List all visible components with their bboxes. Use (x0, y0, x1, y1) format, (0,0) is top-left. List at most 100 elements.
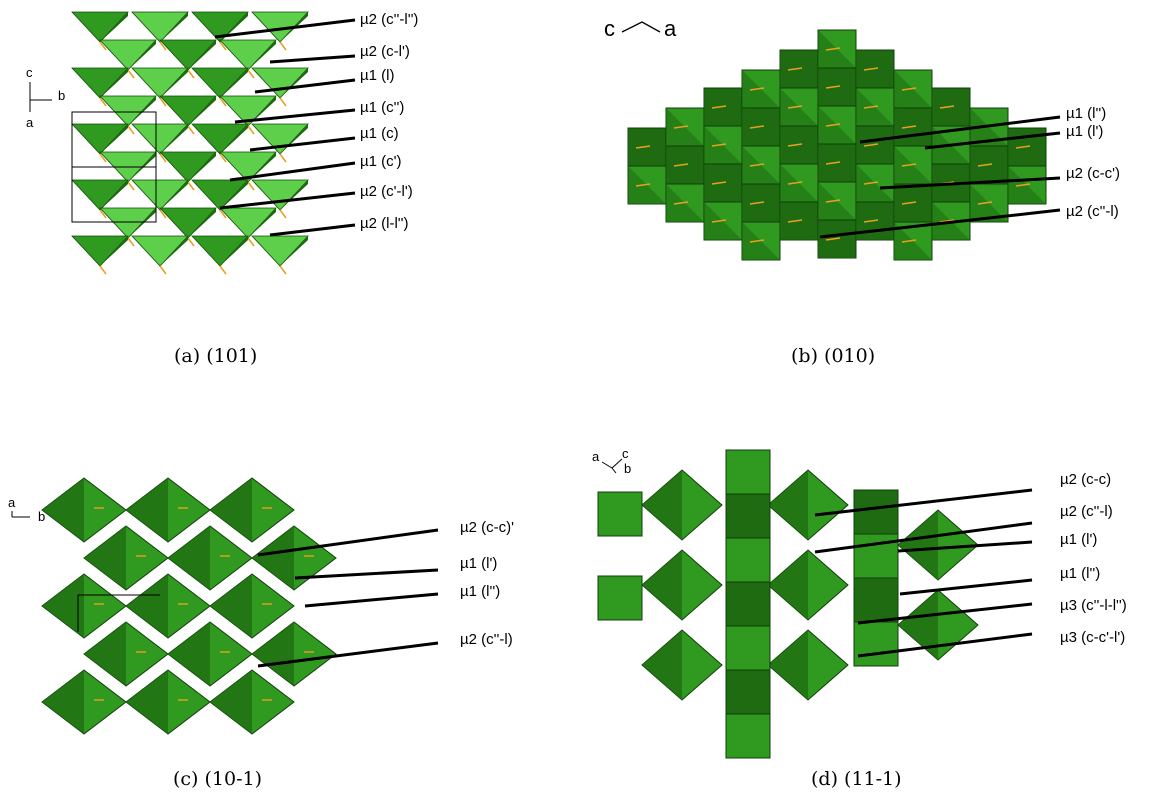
bond (127, 237, 135, 247)
label-b-4: µ2 (c''-l) (1066, 203, 1119, 220)
bond (825, 237, 841, 241)
structure-a (29, 11, 356, 275)
bond (673, 163, 689, 167)
octahedron-face (768, 470, 808, 540)
bond (99, 265, 107, 275)
bond (825, 161, 841, 165)
octahedron-face (220, 124, 248, 154)
octahedron-face (210, 670, 252, 734)
arrows-b (819, 115, 1061, 239)
octahedron (191, 123, 249, 155)
bond (219, 97, 227, 107)
axis-label-b-d: b (624, 461, 632, 476)
octahedron-face (210, 574, 252, 638)
unit-cell-lines-c (77, 594, 160, 632)
octahedron-face (280, 68, 308, 98)
octahedron-face (160, 180, 188, 210)
bond (825, 85, 841, 89)
label-d-2: µ2 (c''-l) (1060, 503, 1113, 520)
bond (159, 41, 167, 51)
label-a-7: µ2 (c'-l') (360, 183, 413, 200)
octahedron-face (126, 574, 168, 638)
bond (127, 125, 135, 135)
label-d-4: µ1 (l'') (1060, 565, 1101, 582)
octahedron-face (168, 526, 210, 590)
bond (711, 143, 727, 147)
octahedron (131, 235, 189, 267)
octahedron (251, 235, 309, 267)
octahedron-face (160, 124, 188, 154)
bond (279, 153, 287, 163)
bond (825, 47, 841, 51)
octahedron-face (42, 574, 84, 638)
octahedron-face (642, 630, 682, 700)
octahedron-face (280, 180, 308, 210)
bond (279, 265, 287, 275)
octahedron (725, 493, 771, 539)
label-d-1: µ2 (c-c) (1060, 471, 1112, 488)
octahedron-face (188, 40, 216, 70)
bond (977, 163, 993, 167)
octahedron-face (160, 12, 188, 42)
octahedron (219, 207, 277, 239)
octahedron-face (252, 526, 294, 590)
bond (787, 105, 803, 109)
octahedron-face (42, 478, 84, 542)
octahedron (597, 575, 643, 621)
bond (635, 183, 651, 187)
octahedron-face (220, 236, 248, 266)
octahedron-face (188, 208, 216, 238)
axis-label-a-d: a (592, 449, 600, 464)
octahedron-face (220, 180, 248, 210)
bond (247, 237, 255, 247)
axis-glyph-c (11, 511, 30, 518)
octahedron-face (280, 236, 308, 266)
octahedron-face (160, 236, 188, 266)
octahedron (191, 67, 249, 99)
octahedron (99, 39, 157, 71)
label-a-5: µ1 (c) (360, 125, 399, 142)
octahedron-face (128, 208, 156, 238)
label-a-8: µ2 (l-l'') (360, 215, 409, 232)
panel-a: c b a µ2 (c''-l'') µ2 (c-l') µ1 (l) µ1 (… (0, 0, 560, 390)
bond (901, 125, 917, 129)
octahedron (853, 577, 899, 623)
bond (635, 145, 651, 149)
octahedron (725, 537, 771, 583)
bond (749, 87, 765, 91)
arrows-d (814, 488, 1033, 658)
bond (673, 201, 689, 205)
octahedron (853, 489, 899, 535)
bond (977, 201, 993, 205)
bond (749, 163, 765, 167)
bond (247, 69, 255, 79)
bond (787, 67, 803, 71)
structure-c (11, 477, 439, 735)
bond (939, 105, 955, 109)
octahedron-face (898, 510, 938, 580)
octahedron-face (188, 96, 216, 126)
octahedron (725, 581, 771, 627)
octahedron-face (768, 550, 808, 620)
bond (187, 125, 195, 135)
bond (159, 265, 167, 275)
bond (99, 209, 107, 219)
label-c-1: µ2 (c-c)' (460, 519, 515, 536)
bond (187, 181, 195, 191)
bond (159, 97, 167, 107)
octahedron-face (84, 622, 126, 686)
bond (901, 163, 917, 167)
bond (99, 97, 107, 107)
bond (159, 209, 167, 219)
panel-d: a c b µ2 (c-c) µ2 (c''-l) µ1 (l') µ1 (l'… (580, 410, 1163, 801)
panel-c: a b µ2 (c-c)' µ1 (l') µ1 (l'') µ2 (c''-l… (0, 410, 560, 801)
label-c-2: µ1 (l') (460, 555, 498, 572)
axis-label-c: c (26, 65, 33, 80)
octahedron (219, 39, 277, 71)
bond (279, 41, 287, 51)
octahedron-face (248, 152, 276, 182)
bond (187, 237, 195, 247)
octahedron-face (248, 40, 276, 70)
octahedron-face (642, 470, 682, 540)
caption-b: (b) (010) (791, 345, 876, 367)
